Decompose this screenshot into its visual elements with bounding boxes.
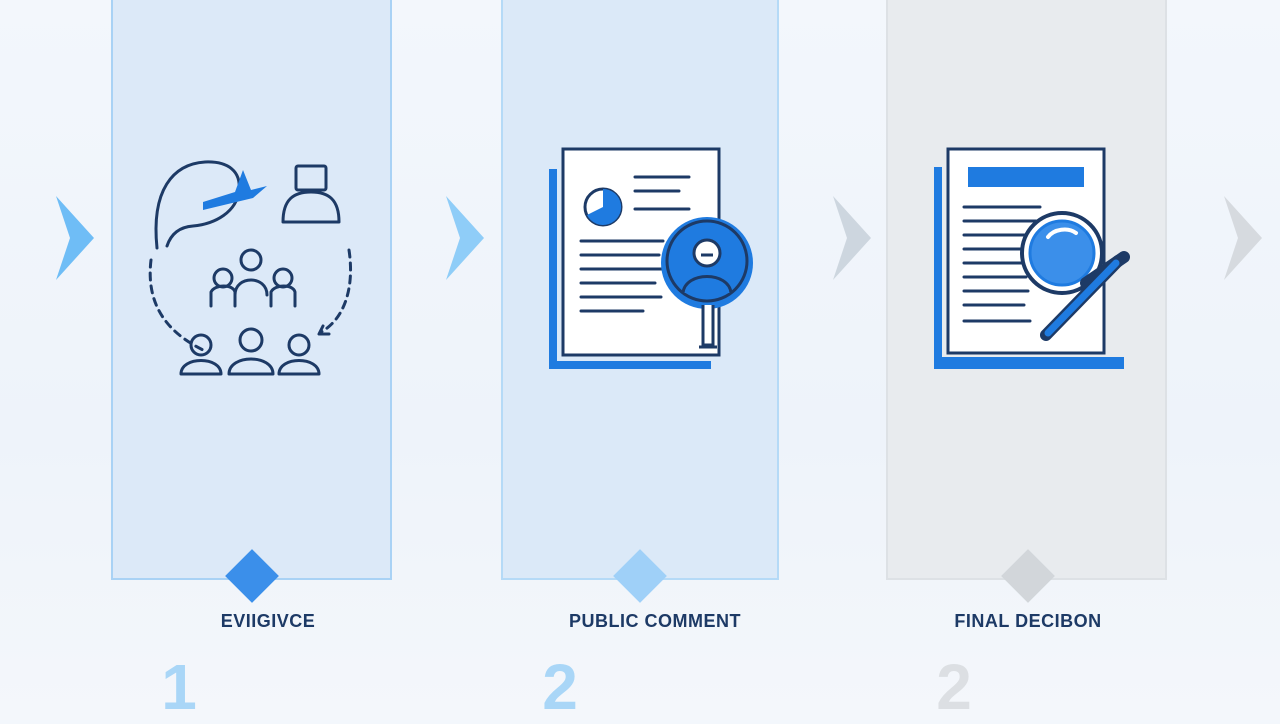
step-number-3: 2 bbox=[936, 651, 972, 723]
step-panel-public-comment bbox=[501, 0, 779, 580]
group-discussion-icon bbox=[148, 160, 353, 376]
step-panel-evidence bbox=[111, 0, 392, 580]
step-number-1: 1 bbox=[161, 651, 197, 723]
document-with-profile-icon bbox=[549, 147, 753, 369]
step-number-2: 2 bbox=[542, 651, 578, 723]
step-label-3: FINAL DECIBON bbox=[954, 611, 1102, 631]
chevron-right-icon bbox=[1224, 196, 1262, 280]
chevron-right-icon bbox=[446, 196, 484, 280]
step-label-2: PUBLIC COMMENT bbox=[569, 611, 741, 631]
step-label-1: EVIIGIVCE bbox=[220, 611, 316, 631]
chevron-right-icon bbox=[56, 196, 94, 280]
chevron-right-icon bbox=[833, 196, 871, 280]
document-magnifier-icon bbox=[934, 147, 1130, 369]
step-panel-final-decision bbox=[886, 0, 1167, 580]
